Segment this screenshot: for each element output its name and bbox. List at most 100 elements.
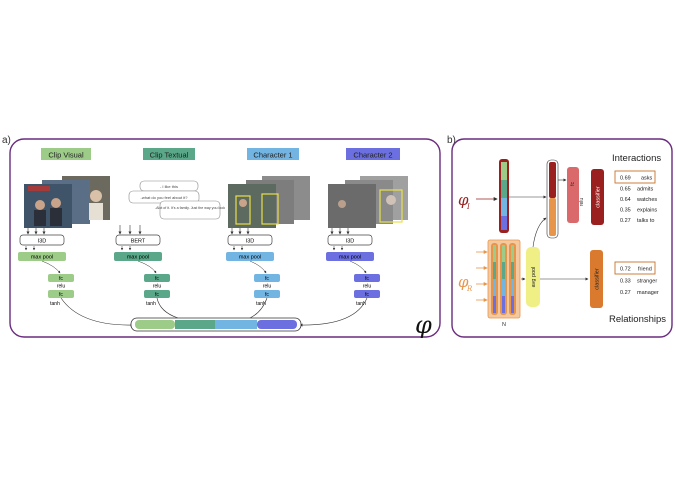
clip-visual-frames <box>24 176 110 228</box>
relationship-top-highlight <box>614 261 656 275</box>
interaction-label: watches <box>636 197 657 203</box>
phi-i-label: φ I <box>458 191 470 211</box>
svg-text:BERT: BERT <box>131 239 146 245</box>
svg-text:Clip Textual: Clip Textual <box>150 151 189 160</box>
dialog-line-2: -what do you feel about it? <box>141 195 189 200</box>
panel-a-label: a) <box>2 135 11 146</box>
character-1-frames <box>228 176 310 228</box>
max-pool-textual: max pool <box>114 252 162 261</box>
panel-b-label: b) <box>447 135 456 146</box>
relationships-title: Relationships <box>609 314 666 325</box>
svg-text:relu: relu <box>579 198 585 207</box>
interaction-score: 0.27 <box>620 218 631 224</box>
fc-stack-character-1: fc relu fc tanh <box>254 274 280 307</box>
relationships-results: 0.72 friend 0.33 stranger 0.27 manager <box>614 261 659 296</box>
interaction-score: 0.64 <box>620 197 631 203</box>
svg-text:tanh: tanh <box>146 301 156 307</box>
interaction-label: talks to <box>637 218 654 224</box>
svg-text:I3D: I3D <box>246 239 255 245</box>
svg-text:fc: fc <box>155 276 159 282</box>
svg-text:tanh: tanh <box>50 301 60 307</box>
joint-vector <box>546 159 559 239</box>
interaction-label: asks <box>641 176 653 182</box>
interaction-label: admits <box>637 187 653 193</box>
dialog-line-3: -Alot of it. It's a family. Just the way… <box>155 206 225 210</box>
svg-text:relu: relu <box>153 284 162 290</box>
relationship-score: 0.27 <box>620 290 631 296</box>
svg-text:relu: relu <box>57 284 66 290</box>
dialog-bubbles: - I like this -what do you feel about it… <box>128 180 225 220</box>
svg-text:Character 1: Character 1 <box>253 151 292 160</box>
encoder-i3d-character-2: I3D <box>327 234 373 246</box>
svg-text:I3D: I3D <box>346 239 355 245</box>
relationship-label: stranger <box>637 279 657 285</box>
svg-text:max pool: max pool <box>239 255 261 261</box>
encoder-i3d-character-1: I3D <box>227 234 273 246</box>
relationship-score: 0.33 <box>620 279 631 285</box>
interactions-classifier: classifier <box>591 169 604 225</box>
svg-text:Clip Visual: Clip Visual <box>48 151 84 160</box>
svg-text:I3D: I3D <box>38 239 47 245</box>
svg-text:fc: fc <box>365 276 369 282</box>
phi-r-stack <box>487 239 521 319</box>
interactions-title: Interactions <box>612 153 661 164</box>
encoder-i3d-visual: I3D <box>19 234 65 246</box>
fc-stack-character-2: fc relu fc tanh <box>354 274 380 307</box>
max-pool-visual: max pool <box>18 252 66 261</box>
encoder-input-arrows <box>26 225 350 235</box>
svg-text:fc: fc <box>59 276 63 282</box>
svg-text:φ: φ <box>458 191 469 209</box>
svg-text:max pool: max pool <box>31 255 53 261</box>
svg-text:fc: fc <box>59 292 63 298</box>
svg-text:avg pool: avg pool <box>531 267 537 288</box>
relationship-label: friend <box>638 267 652 273</box>
svg-text:tanh: tanh <box>356 301 366 307</box>
interaction-score: 0.65 <box>620 187 631 193</box>
svg-text:Character 2: Character 2 <box>353 151 392 160</box>
relationship-score: 0.72 <box>620 267 631 273</box>
svg-text:max pool: max pool <box>127 255 149 261</box>
max-pool-character-2: max pool <box>326 252 374 261</box>
svg-text:φ: φ <box>458 273 469 291</box>
concat-arrows <box>60 297 368 327</box>
fc-stack-visual: fc relu fc tanh <box>48 274 74 307</box>
pool-to-fc-arrows <box>41 260 367 274</box>
phi-r-label: φ R <box>458 273 473 293</box>
fc-stack-textual: fc relu fc tanh <box>144 274 170 307</box>
column-title-clip-textual: Clip Textual <box>143 148 195 160</box>
svg-text:tanh: tanh <box>256 301 266 307</box>
interaction-score: 0.35 <box>620 208 631 214</box>
svg-text:fc: fc <box>570 182 576 186</box>
character-2-frames <box>328 176 408 228</box>
interaction-score: 0.69 <box>620 176 631 182</box>
avgpool-to-concat-arrow <box>532 217 547 248</box>
fc-relu-block: fc relu <box>567 167 585 223</box>
dialog-line-1: - I like this <box>160 184 178 189</box>
panel-b-frame <box>451 138 673 338</box>
phi-i-vector <box>499 159 509 233</box>
svg-text:fc: fc <box>155 292 159 298</box>
svg-text:max pool: max pool <box>339 255 361 261</box>
column-title-clip-visual: Clip Visual <box>41 148 91 160</box>
concatenated-feature <box>130 317 302 332</box>
svg-text:classifier: classifier <box>595 268 601 290</box>
phi-symbol: φ <box>415 311 432 339</box>
max-pool-character-1: max pool <box>226 252 274 261</box>
svg-text:fc: fc <box>265 276 269 282</box>
column-title-character-2: Character 2 <box>346 148 400 160</box>
svg-text:R: R <box>466 285 473 293</box>
column-title-character-1: Character 1 <box>247 148 299 160</box>
relationship-label: manager <box>637 290 659 296</box>
avg-pool-block: avg pool <box>526 247 540 307</box>
svg-text:fc: fc <box>365 292 369 298</box>
svg-text:I: I <box>466 203 470 211</box>
panel-a-frame <box>9 138 441 338</box>
relationships-classifier: classifier <box>590 250 603 308</box>
encoder-output-arrows <box>24 246 344 251</box>
n-label: N <box>502 322 506 328</box>
interaction-label: explains <box>637 208 657 214</box>
interactions-results: 0.69 asks 0.65 admits 0.64 watches 0.35 … <box>614 170 657 224</box>
svg-text:fc: fc <box>265 292 269 298</box>
interaction-top-highlight <box>614 170 656 184</box>
